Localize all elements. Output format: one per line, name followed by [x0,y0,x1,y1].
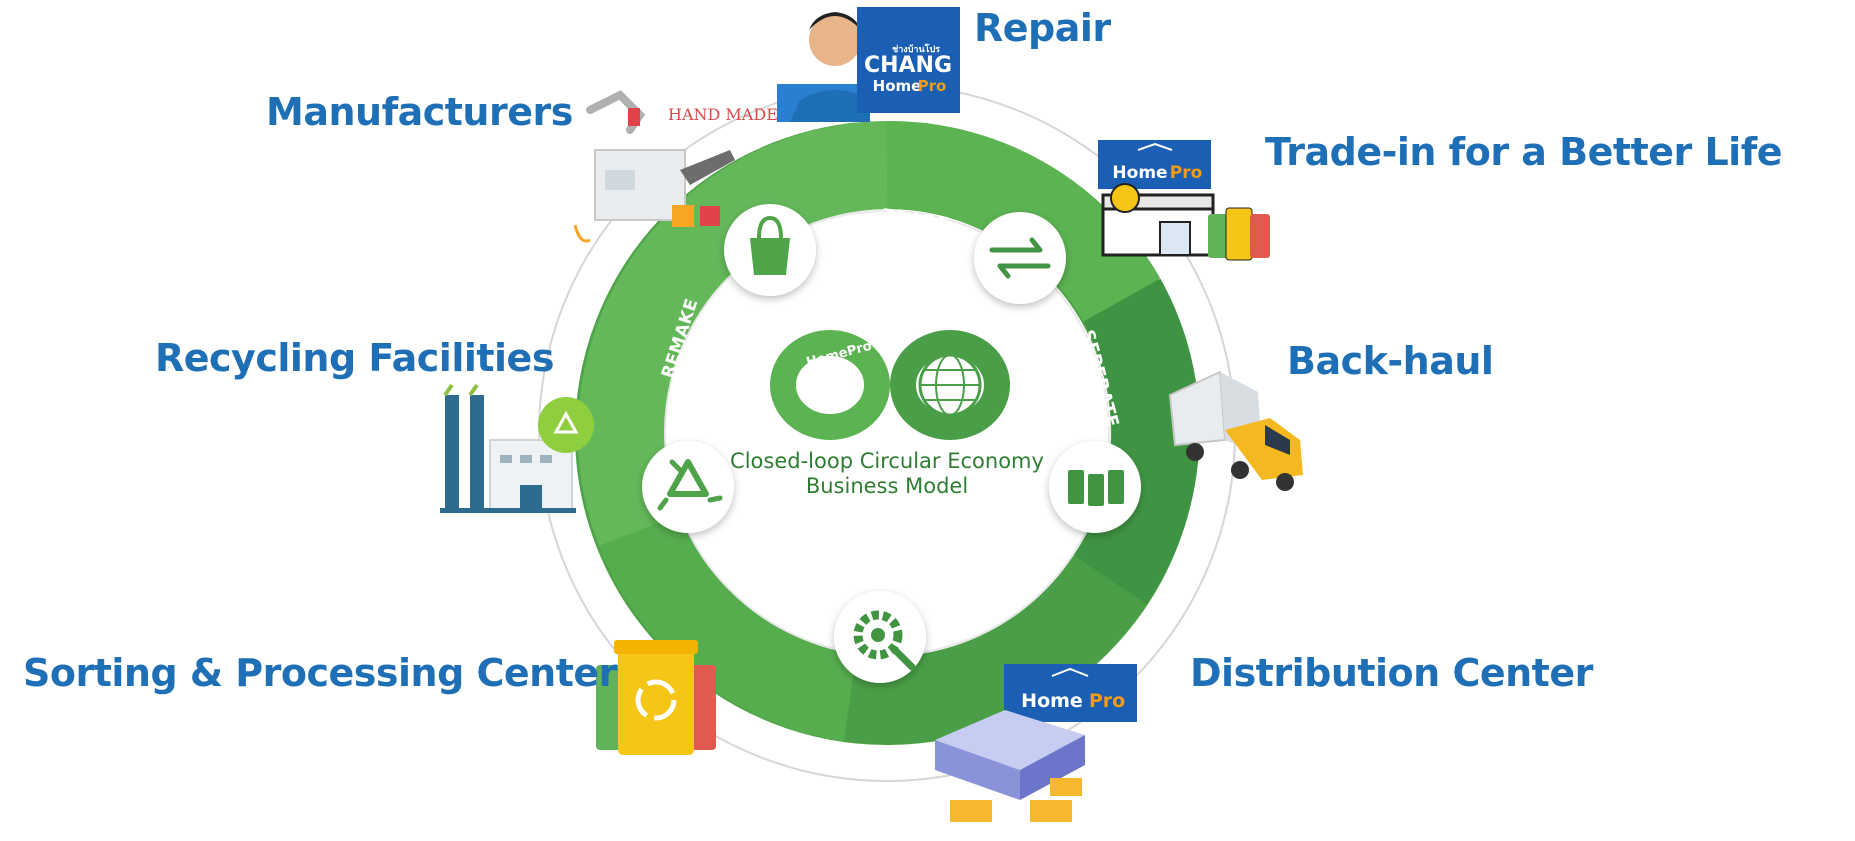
label-distribution-center: Distribution Center [1190,651,1593,695]
ring-segment-recycle [598,513,858,742]
chang-logo-big-text: CHANG [864,53,952,78]
chang-logo-pro-text: Pro [918,77,947,95]
bag-icon [724,204,816,296]
homepro-tradein-home-text: Home [1112,163,1167,183]
green-cycle-ring [575,120,1200,745]
hand-made-text: HAND MADE [668,105,778,124]
manufacturing-machine-image [573,90,735,243]
ring-segment-dismantle [844,555,1147,745]
label-recycling-facilities: Recycling Facilities [155,336,554,380]
recycle-icon [642,441,734,533]
ring-segment-seperate [1073,278,1200,605]
center-title-line2: Business Model [806,474,968,498]
homepro-logo-distribution: Home Pro [1004,664,1137,722]
gear-wrench-icon [834,591,926,683]
sorting-bins-image [596,640,716,755]
bins-icon [1049,441,1141,533]
chang-logo-small-text: ช่างบ้านโปร [892,43,940,55]
ring-segment-remake [577,121,889,546]
recycling-factory-image [440,383,594,513]
center-title-line1: Closed-loop Circular Economy [730,449,1044,473]
homepro-distribution-home-text: Home [1021,690,1083,712]
label-repair: Repair [974,6,1111,50]
label-sorting-processing-center: Sorting & Processing Center [23,651,617,695]
homepro-tradein-pro-text: Pro [1170,163,1203,183]
chang-logo-home-text: Home [873,77,922,95]
label-manufacturers: Manufacturers [266,90,573,134]
infinity-logo-icon [770,330,1010,440]
repair-technician-image [777,12,870,122]
label-back-haul: Back-haul [1287,339,1494,383]
homepro-logo-tradein: Home Pro [1098,140,1211,189]
homepro-distribution-pro-text: Pro [1089,690,1125,712]
label-trade-in: Trade-in for a Better Life [1265,130,1783,174]
truck-image [1168,370,1303,491]
ring-segment-trade [886,120,1161,323]
exchange-arrows-icon [974,212,1066,304]
warehouse-image [935,710,1085,822]
store-and-bins-image [1101,183,1270,261]
chang-homepro-logo: ช่างบ้านโปร CHANG Home Pro [857,7,960,113]
